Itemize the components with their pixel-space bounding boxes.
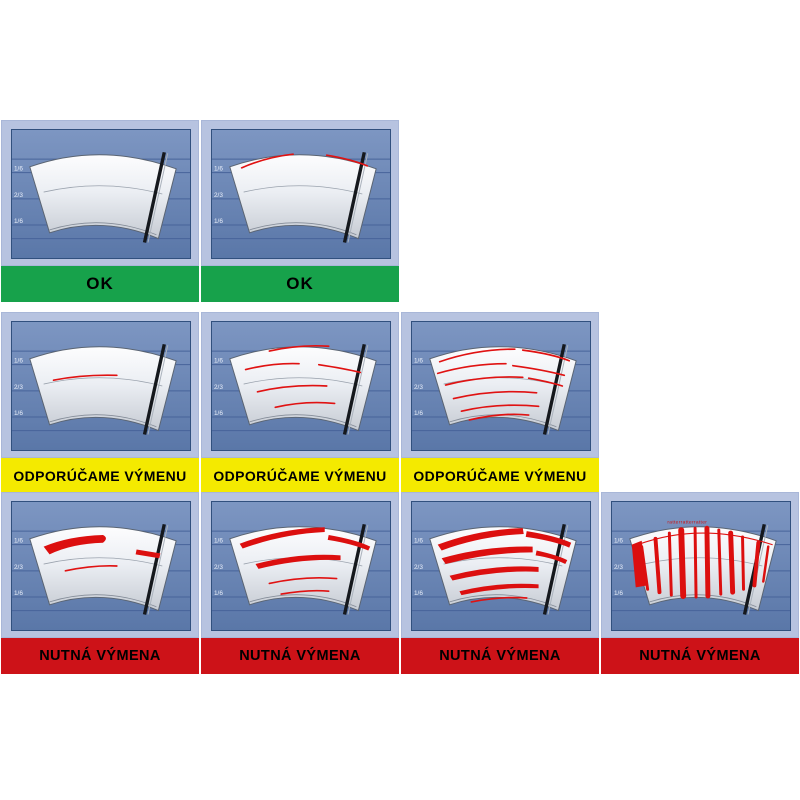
illustration-screen [11, 501, 191, 631]
windshield-illustration [212, 322, 390, 450]
windshield-illustration: ratterratterratter [612, 502, 790, 630]
windshield-illustration [12, 130, 190, 258]
wiper-panel-7: NUTNÁ VÝMENA [201, 492, 399, 674]
illustration-frame [1, 120, 199, 266]
wear-streaks [436, 348, 571, 421]
illustration-frame [1, 492, 199, 638]
status-label: NUTNÁ VÝMENA [401, 638, 599, 674]
wiper-panel-5: ODPORÚČAME VÝMENU [401, 312, 599, 494]
windshield-illustration [12, 502, 190, 630]
windshield-base [12, 322, 190, 450]
wiper-panel-6: NUTNÁ VÝMENA [1, 492, 199, 674]
illustration-screen [11, 129, 191, 259]
wiper-panel-9: ratterratterratter NUTNÁ VÝMENA [601, 492, 799, 674]
wear-streaks [437, 528, 572, 603]
windshield-illustration [412, 322, 590, 450]
wiper-panel-2: OK [201, 120, 399, 302]
illustration-frame [201, 492, 399, 638]
illustration-frame [401, 492, 599, 638]
status-label: OK [201, 266, 399, 302]
wear-streaks: ratterratterratter [631, 519, 773, 599]
status-label: NUTNÁ VÝMENA [201, 638, 399, 674]
illustration-frame [201, 312, 399, 458]
wear-streaks [240, 153, 369, 169]
wiper-panel-3: ODPORÚČAME VÝMENU [1, 312, 199, 494]
status-label: ODPORÚČAME VÝMENU [1, 458, 199, 494]
windshield-illustration [212, 130, 390, 258]
wiper-panel-4: ODPORÚČAME VÝMENU [201, 312, 399, 494]
illustration-frame [201, 120, 399, 266]
wear-streaks [244, 344, 362, 409]
judder-annotation: ratterratterratter [667, 519, 707, 525]
status-label: OK [1, 266, 199, 302]
status-label: ODPORÚČAME VÝMENU [401, 458, 599, 494]
illustration-screen [211, 321, 391, 451]
illustration-screen [411, 321, 591, 451]
illustration-frame [401, 312, 599, 458]
wiper-panel-1: OK [1, 120, 199, 302]
windshield-illustration [212, 502, 390, 630]
illustration-screen [11, 321, 191, 451]
windshield-illustration [12, 322, 190, 450]
windshield-base [212, 130, 390, 258]
wear-streaks [43, 534, 161, 572]
illustration-frame [1, 312, 199, 458]
windshield-base [412, 502, 590, 630]
wiper-panel-8: NUTNÁ VÝMENA [401, 492, 599, 674]
wear-streaks [239, 527, 371, 595]
illustration-frame: ratterratterratter [601, 492, 799, 638]
windshield-base [412, 322, 590, 450]
illustration-screen [411, 501, 591, 631]
illustration-screen [211, 501, 391, 631]
illustration-screen: ratterratterratter [611, 501, 791, 631]
illustration-screen [211, 129, 391, 259]
windshield-base [212, 502, 390, 630]
windshield-base [12, 130, 190, 258]
windshield-illustration [412, 502, 590, 630]
status-label: NUTNÁ VÝMENA [1, 638, 199, 674]
status-label: ODPORÚČAME VÝMENU [201, 458, 399, 494]
status-label: NUTNÁ VÝMENA [601, 638, 799, 674]
wear-streaks [52, 374, 118, 382]
